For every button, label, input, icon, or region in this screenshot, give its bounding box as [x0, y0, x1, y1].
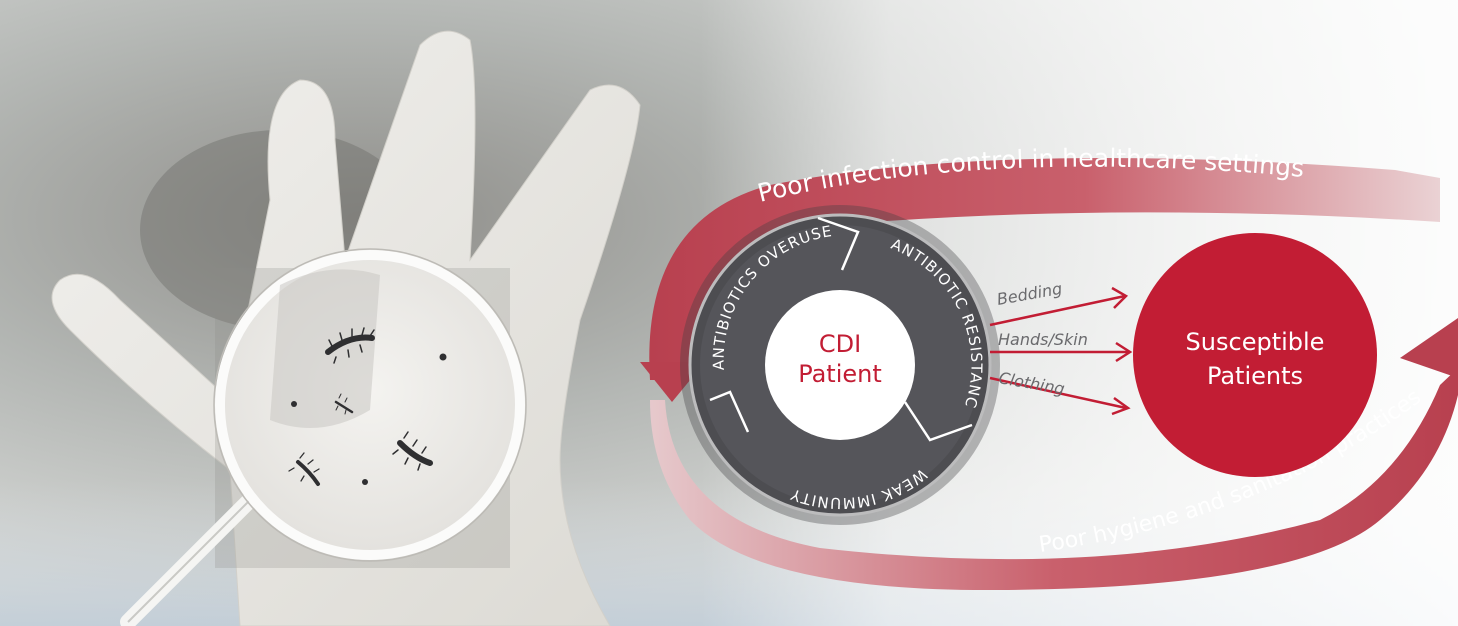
risk-ring-depth [680, 205, 1000, 525]
bacterium-3 [296, 460, 320, 486]
ring-divider-1 [817, 216, 860, 271]
susceptible-patients-circle [1133, 233, 1377, 477]
spore-dot [362, 479, 368, 485]
bacterium-2-cilia [392, 431, 427, 471]
bacterium-2 [397, 440, 433, 466]
cdi-patient-line1: CDI [819, 330, 861, 358]
arrow-bedding [989, 294, 1126, 327]
susceptible-patients-line1: Susceptible [1186, 328, 1325, 356]
bacterium-3-cilia [288, 452, 320, 482]
ring-divider-3 [709, 390, 750, 433]
bottom-arc-arrowhead [1400, 318, 1458, 378]
magnifier-rim [215, 250, 525, 560]
spore-dot [291, 401, 297, 407]
susceptible-patients-line2: Patients [1207, 362, 1303, 390]
cdi-patient-line2: Patient [798, 360, 882, 388]
magnifier-handle-edge [127, 499, 251, 623]
bacteria-icon [288, 327, 433, 486]
bacterium-4 [334, 400, 354, 414]
ring-divider-2 [903, 401, 973, 442]
lens-finger-shadow [270, 269, 380, 428]
cdi-patient-circle [765, 290, 915, 440]
bacterium-1-cilia [328, 327, 375, 364]
arrow-clothing-head [1111, 396, 1131, 416]
magnifier-rim-edge [213, 248, 527, 562]
arrow-bedding-head [1111, 286, 1129, 309]
bacterium-4-cilia [335, 393, 348, 415]
spore-dot [439, 353, 447, 361]
bacterium-1 [325, 334, 375, 355]
arrow-clothing [989, 376, 1127, 410]
transmission-arrows [989, 286, 1133, 416]
risk-factor-ring [680, 205, 1000, 525]
route-label-hands-skin: Hands/Skin [998, 330, 1088, 349]
magnifying-glass-icon [120, 248, 527, 626]
arrow-hands-skin-head [1115, 341, 1133, 363]
top-arc-band [649, 158, 1440, 380]
